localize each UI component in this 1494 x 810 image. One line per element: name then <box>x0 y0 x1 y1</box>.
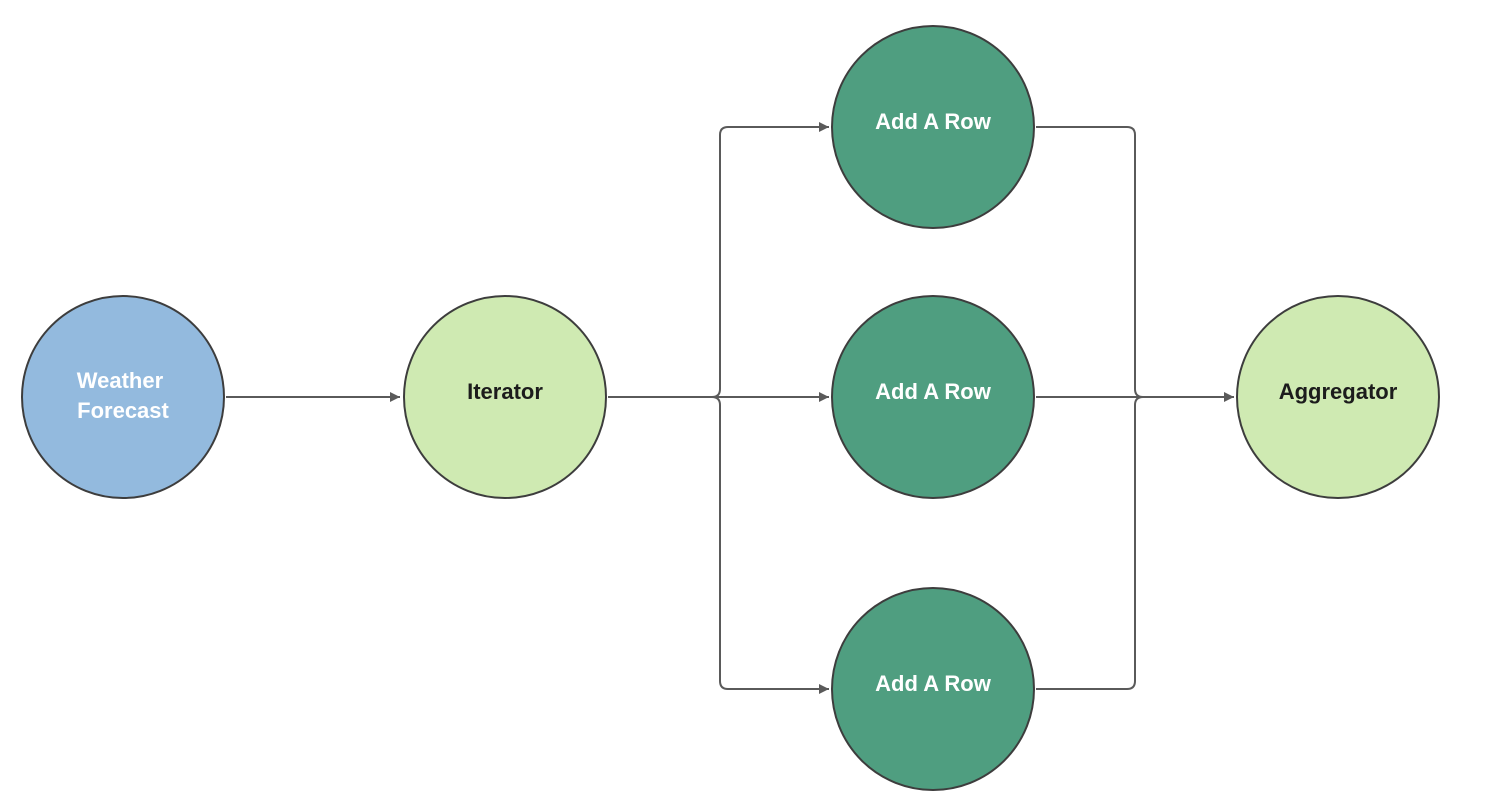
edge-add-row-top-to-aggregator[interactable] <box>1036 126 1144 398</box>
weather-forecast-circle <box>21 295 225 499</box>
edge-add-row-bottom-to-aggregator[interactable] <box>1036 396 1144 690</box>
weather-forecast-label-line-2: Forecast <box>77 398 169 423</box>
weather-forecast-label: Weather Forecast <box>77 368 170 423</box>
edge-iterator-to-add-row-bottom[interactable] <box>711 396 829 694</box>
node-iterator[interactable]: Iterator <box>403 295 607 499</box>
edge-iterator-to-add-row-top[interactable] <box>608 122 829 398</box>
add-row-top-circle <box>831 25 1035 229</box>
node-aggregator[interactable]: Aggregator <box>1236 295 1440 499</box>
node-add-row-bottom[interactable]: Add A Row <box>831 587 1035 791</box>
add-row-middle-label: Add A Row <box>875 379 992 404</box>
weather-forecast-label-line-1: Weather <box>77 368 164 393</box>
add-row-bottom-circle <box>831 587 1035 791</box>
node-weather-forecast[interactable]: Weather Forecast <box>21 295 225 499</box>
aggregator-label: Aggregator <box>1279 379 1398 404</box>
edges <box>226 122 1234 694</box>
iterator-circle <box>403 295 607 499</box>
iterator-label: Iterator <box>467 379 543 404</box>
add-row-middle-circle <box>831 295 1035 499</box>
add-row-top-label: Add A Row <box>875 109 992 134</box>
node-add-row-top[interactable]: Add A Row <box>831 25 1035 229</box>
node-add-row-middle[interactable]: Add A Row <box>831 295 1035 499</box>
add-row-bottom-label: Add A Row <box>875 671 992 696</box>
aggregator-circle <box>1236 295 1440 499</box>
